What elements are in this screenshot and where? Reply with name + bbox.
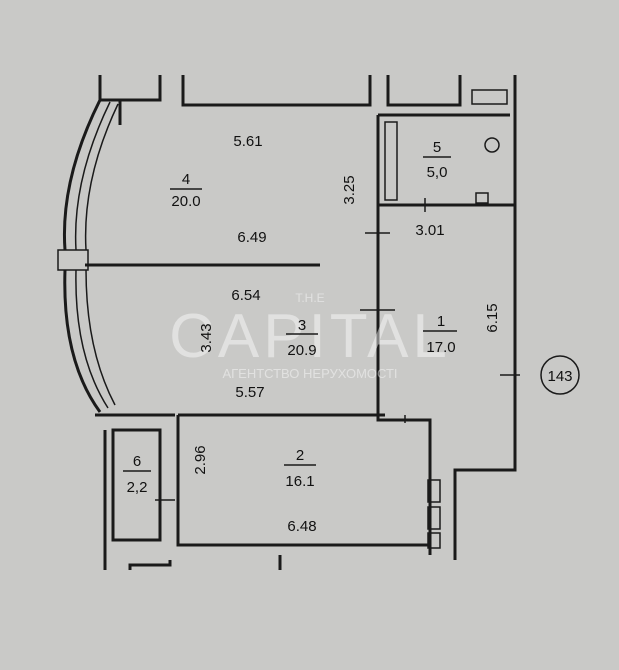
svg-text:3.01: 3.01 (415, 222, 444, 239)
fixtures (155, 89, 520, 549)
dimensions: 5.61 6.49 3.25 3.01 6.15 6.54 3.43 5.57 … (192, 133, 501, 535)
svg-text:5.61: 5.61 (233, 133, 262, 150)
bathtub-icon (384, 121, 398, 201)
walls (57, 75, 517, 570)
room-6-number: 6 (133, 453, 141, 470)
svg-text:3.43: 3.43 (198, 323, 215, 352)
room-4-number: 4 (182, 171, 190, 188)
svg-text:143: 143 (547, 368, 572, 385)
svg-text:6.48: 6.48 (287, 518, 316, 535)
sink-icon (471, 89, 508, 105)
room-1-area: 17.0 (426, 339, 455, 356)
svg-text:АГЕНТСТВО НЕРУХОМОСТІ: АГЕНТСТВО НЕРУХОМОСТІ (222, 366, 397, 381)
room-3-area: 20.9 (287, 342, 316, 359)
room-6-area: 2,2 (127, 479, 148, 496)
apartment-number-marker: 143 (540, 355, 580, 395)
svg-text:2.96: 2.96 (192, 445, 209, 474)
room-4-area: 20.0 (171, 193, 200, 210)
svg-text:5.57: 5.57 (235, 384, 264, 401)
svg-text:T.H.E: T.H.E (295, 291, 324, 305)
svg-text:6.49: 6.49 (237, 229, 266, 246)
svg-text:6.15: 6.15 (484, 303, 501, 332)
room-2-area: 16.1 (285, 473, 314, 490)
svg-text:3.25: 3.25 (341, 175, 358, 204)
room-1-number: 1 (437, 313, 445, 330)
watermark: T.H.E CAPITAL АГЕНТСТВО НЕРУХОМОСТІ (169, 291, 451, 381)
room-labels: 4 20.0 3 20.9 1 17.0 2 16.1 5 5,0 6 2,2 (123, 139, 457, 496)
svg-text:CAPITAL: CAPITAL (169, 302, 451, 371)
room-2-number: 2 (296, 447, 304, 464)
room-5-area: 5,0 (427, 164, 448, 181)
svg-text:6.54: 6.54 (231, 287, 260, 304)
toilet-icon (484, 137, 500, 153)
room-3-number: 3 (298, 317, 306, 334)
room-5-number: 5 (433, 139, 441, 156)
